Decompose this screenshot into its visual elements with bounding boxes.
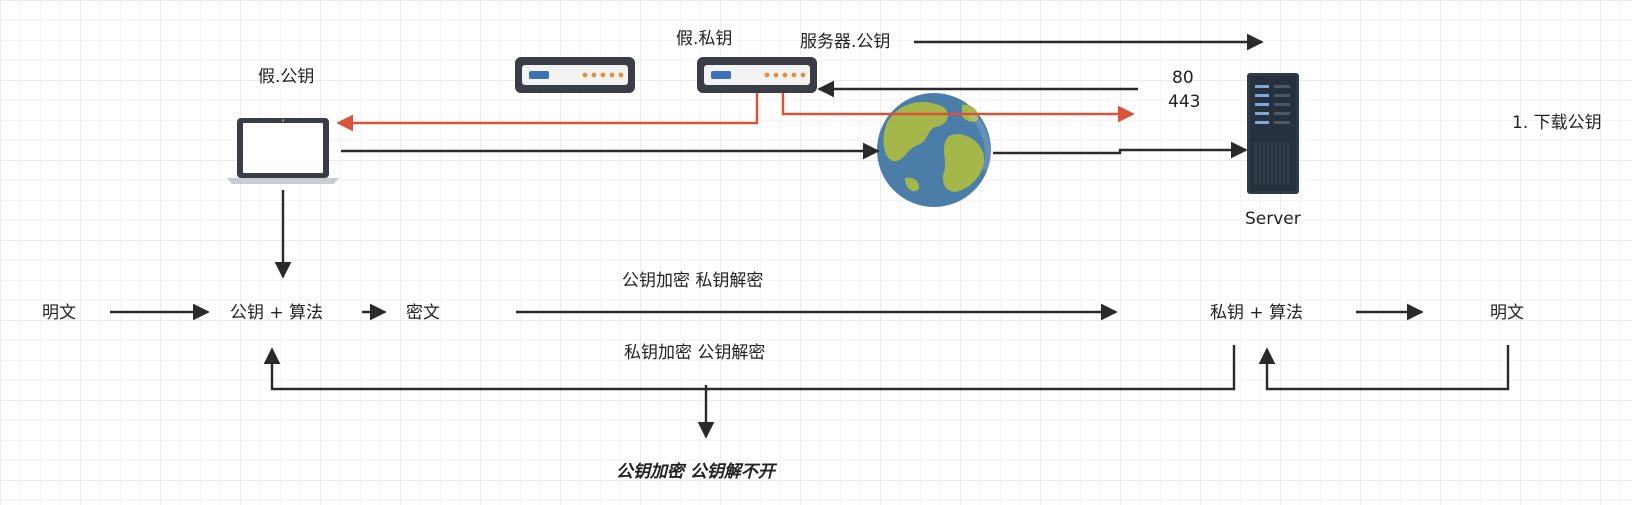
- plaintext-left-label: 明文: [42, 303, 76, 323]
- priv-encrypt-pub-decrypt-label: 私钥加密 公钥解密: [624, 343, 766, 363]
- red-arrow-to-server: [781, 93, 1135, 123]
- plaintext-right-label: 明文: [1490, 303, 1524, 323]
- router-icon: [697, 57, 817, 93]
- laptop-icon: [227, 118, 339, 184]
- port-443-label: 443: [1168, 92, 1201, 112]
- server-icon: [1247, 73, 1299, 194]
- pub-encrypt-priv-decrypt-label: 公钥加密 私钥解密: [622, 271, 764, 291]
- router-icon: [515, 57, 635, 93]
- public-key-algo-label: 公钥 + 算法: [230, 303, 324, 323]
- fake-public-key-label: 假.公钥: [258, 67, 315, 87]
- globe-icon: [877, 93, 991, 207]
- arrow-plaintext-return: [1258, 345, 1510, 391]
- arrow-private-key-return: [263, 345, 1236, 391]
- step-download-label: 1. 下载公钥: [1512, 113, 1602, 133]
- server-label: Server: [1245, 209, 1301, 229]
- ciphertext-label: 密文: [406, 303, 440, 323]
- conclusion-label: 公钥加密 公钥解不开: [616, 462, 775, 482]
- fake-private-key-label: 假.私钥: [676, 29, 733, 49]
- arrow-globe-to-server: [993, 141, 1248, 159]
- private-key-algo-label: 私钥 + 算法: [1210, 303, 1304, 323]
- port-80-label: 80: [1172, 68, 1194, 88]
- server-public-key-label: 服务器.公钥: [800, 32, 891, 52]
- red-arrow-to-laptop: [336, 93, 759, 132]
